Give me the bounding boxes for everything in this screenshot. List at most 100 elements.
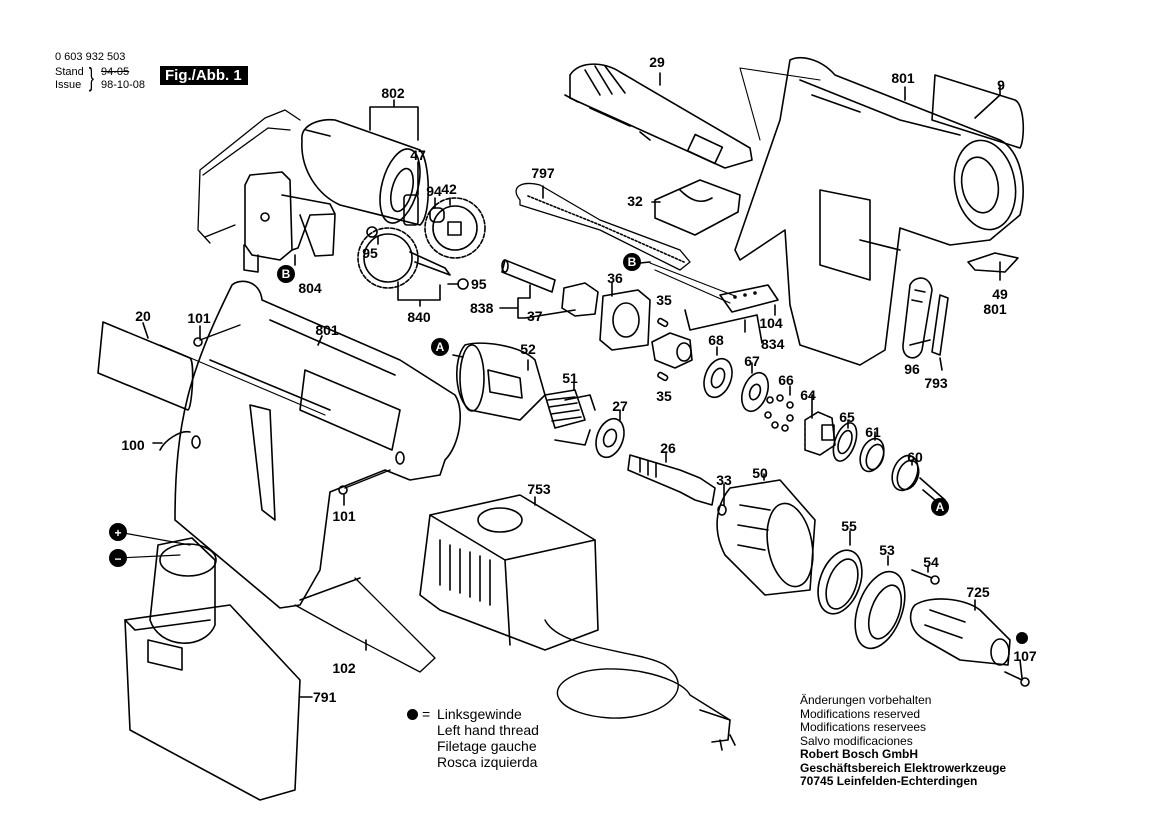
issue-date: 98-10-08 [101,79,146,91]
part-label-54: 54 [923,554,939,570]
part-label-53: 53 [879,542,895,558]
part-label-27: 27 [612,398,628,414]
badge-minus: − [109,549,127,567]
part-label-50: 50 [752,465,768,481]
footer-line-es: Salvo modificaciones [800,733,913,748]
part-label-26: 26 [660,440,676,456]
part-label-101a: 101 [187,310,211,326]
part-label-725: 725 [966,584,990,600]
part-label-793: 793 [924,375,948,391]
part-label-67: 67 [744,353,760,369]
legend-line-de: Linksgewinde [437,706,522,722]
svg-text:+: + [114,526,121,540]
part-label-37: 37 [527,308,543,324]
wire-loop [197,109,301,244]
badge-plus: + [109,523,127,541]
legend-line-fr: Filetage gauche [437,738,537,754]
badge-b-pcb: B [623,253,641,271]
cover-29 [564,63,753,169]
bracket-834 [684,309,763,344]
figure-label: Fig./Abb. 1 [160,66,248,85]
part-label-101b: 101 [332,508,356,524]
spring-60 [891,454,919,492]
part-label-804: 804 [298,280,322,296]
belt-797 [515,182,691,271]
part-label-47: 47 [410,147,426,163]
screw-101b [344,469,391,489]
company-name: Robert Bosch GmbH [800,747,919,761]
part-label-35b: 35 [656,388,672,404]
left-thread-symbol-icon [407,709,418,720]
legend-equals: = [422,706,431,722]
stand-value-struck: 94-05 [101,66,130,78]
housing-left [174,280,461,609]
coupling-37 [561,282,599,317]
bushing-94 [429,207,445,223]
part-label-61: 61 [865,424,881,440]
svg-text:A: A [436,340,445,354]
screw-101a [199,324,241,341]
issue-label: Issue [55,79,82,91]
part-label-36: 36 [607,270,623,286]
badge-b-switch: B [277,265,295,283]
clutch-51 [544,389,596,446]
part-label-100: 100 [121,437,145,453]
part-label-32: 32 [627,193,643,209]
part-label-64: 64 [800,387,816,403]
part-label-102: 102 [332,660,356,676]
company-address: 70745 Leinfelden-Echterdingen [800,774,978,788]
part-label-801-top: 801 [891,70,915,86]
screw-107 [1004,671,1023,681]
strip-793 [931,294,949,356]
company-division: Geschäftsbereich Elektrowerkzeuge [800,760,1007,775]
part-label-33: 33 [716,472,732,488]
chuck-725 [909,598,1011,666]
motor [301,118,430,226]
bracket-802 [369,99,419,141]
pinion-838 [501,259,556,293]
gear-housing-52 [455,342,546,421]
ring-gear-64 [804,411,836,456]
gear-840 [357,227,451,289]
part-label-802: 802 [381,85,405,101]
part-label-52: 52 [520,341,536,357]
bracket-840 [397,281,441,307]
svg-text:−: − [114,552,121,566]
part-label-107: 107 [1013,648,1037,664]
part-label-838: 838 [470,300,494,316]
part-label-104: 104 [759,315,783,331]
battery-791 [124,537,301,801]
clip-49 [967,252,1019,273]
badge-a-top: A [431,338,449,356]
label-9 [931,74,1025,149]
part-label-20: 20 [135,308,151,324]
part-label-42: 42 [441,181,457,197]
bracket-36 [599,289,651,351]
svg-text:B: B [282,267,291,281]
brace-glyph: } [88,62,94,92]
part-label-35a: 35 [656,292,672,308]
ball-95b [457,278,469,290]
screw-54 [911,569,933,579]
spring-clip-100 [159,430,191,451]
chuck-plate-53 [854,570,906,650]
pin-35a [657,317,669,328]
spindle-26 [627,454,716,506]
shaft-head [651,332,693,369]
part-label-55: 55 [841,518,857,534]
bearing-68 [703,357,733,399]
part-label-797: 797 [531,165,555,181]
part-label-753: 753 [527,481,551,497]
o-ring-33 [717,504,727,516]
document-number: 0 603 932 503 [55,51,126,63]
label-20 [97,321,194,411]
part-label-65: 65 [839,409,855,425]
footer-line-en: Modifications reserved [800,706,921,721]
part-label-49: 49 [992,286,1008,302]
svg-text:B: B [628,255,637,269]
plate-55 [817,549,863,615]
ball-95a [366,226,378,238]
part-label-834: 834 [761,336,785,352]
